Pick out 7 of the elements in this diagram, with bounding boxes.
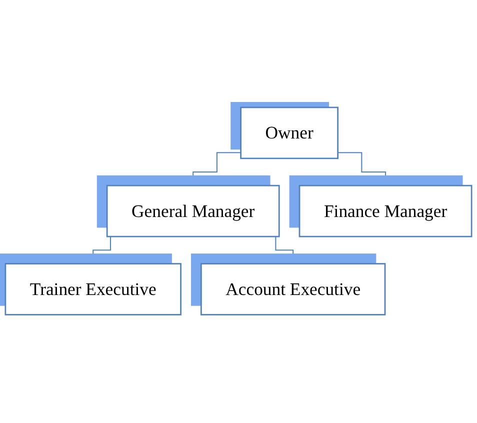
node-box: Owner — [240, 107, 338, 160]
node-box: General Manager — [106, 185, 280, 238]
connector — [192, 152, 241, 187]
node-box: Trainer Executive — [4, 263, 182, 316]
node-box: Finance Manager — [298, 185, 472, 238]
node-box: Account Executive — [200, 263, 386, 316]
connector — [338, 152, 386, 187]
